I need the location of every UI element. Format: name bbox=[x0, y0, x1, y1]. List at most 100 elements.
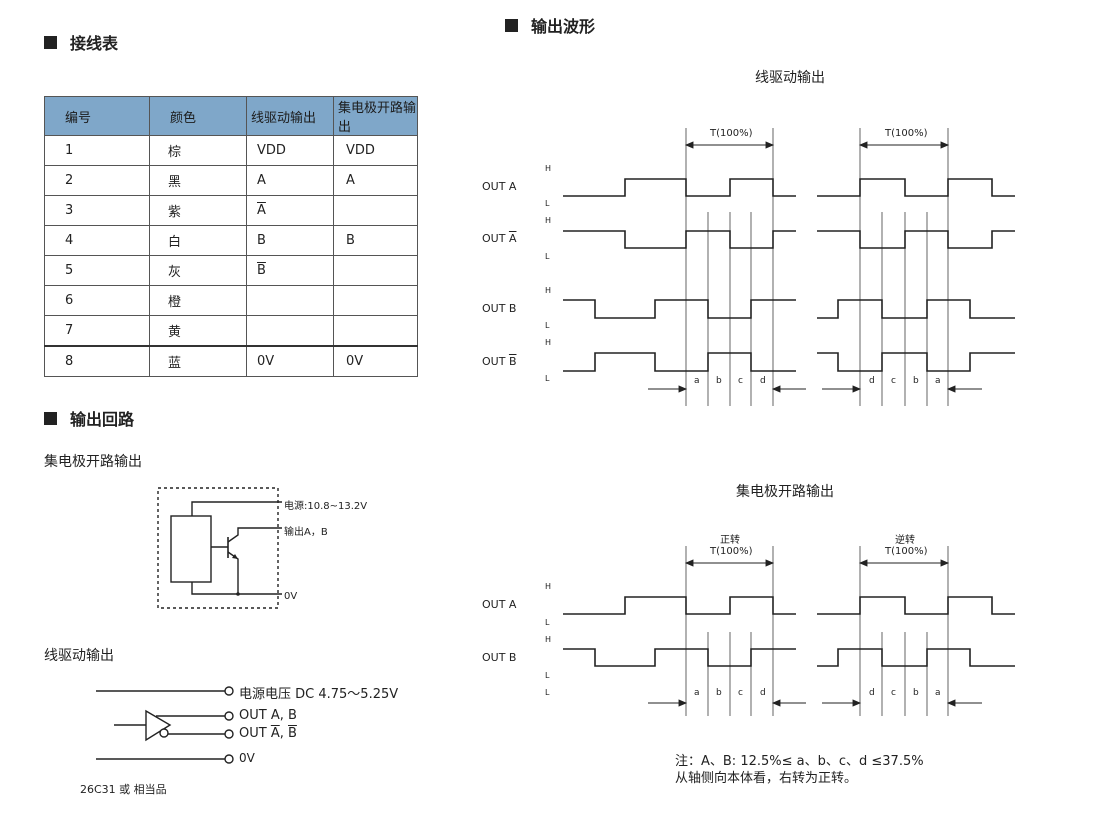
circuit-dashed-enclosure bbox=[157, 487, 279, 609]
section-title-waveform: 输出波形 bbox=[505, 13, 595, 37]
table-header-row: 编号 颜色 线驱动输出 集电极开路输出 bbox=[44, 96, 418, 136]
cell-line-driver: VDD bbox=[246, 135, 334, 166]
signal-label-out-b: OUT B bbox=[482, 651, 517, 664]
line-driver-circuit-title: 线驱动输出 bbox=[44, 648, 114, 664]
column-header: 集电极开路输出 bbox=[333, 96, 418, 136]
inverter-bubble-icon bbox=[159, 728, 169, 738]
cell-no: 3 bbox=[44, 195, 150, 226]
waveform-out-b-reverse bbox=[817, 299, 1015, 319]
cell-line-driver bbox=[246, 285, 334, 316]
ld-output-label: OUT A, B bbox=[239, 708, 297, 723]
section-title-wiring: 接线表 bbox=[44, 30, 118, 54]
waveform-oc-out-a-reverse bbox=[817, 596, 1015, 615]
table-row: 5 灰 B bbox=[44, 255, 418, 286]
segment-label: c bbox=[891, 376, 896, 386]
cell-color: 白 bbox=[149, 225, 247, 256]
cell-open-collector: A bbox=[333, 165, 418, 196]
junction-dot-icon bbox=[236, 592, 240, 596]
signal-label-out-b: OUT B bbox=[482, 302, 517, 315]
segment-label: d bbox=[869, 376, 875, 386]
signal-label-out-a: OUT A bbox=[482, 598, 517, 611]
waveform-oc-out-a-forward bbox=[563, 596, 796, 615]
waveform-note: 注：A、B: 12.5%≤ a、b、c、d ≤37.5% 从轴侧向本体看，右转为… bbox=[675, 753, 924, 787]
cell-open-collector bbox=[333, 315, 418, 347]
waveform-out-b-inv-reverse bbox=[817, 352, 1015, 372]
cell-no: 2 bbox=[44, 165, 150, 196]
cell-open-collector bbox=[333, 195, 418, 226]
cell-line-driver bbox=[246, 315, 334, 347]
cell-no: 8 bbox=[44, 345, 150, 377]
level-high-label: H bbox=[545, 286, 552, 295]
cell-no: 6 bbox=[44, 285, 150, 316]
inverted-output-terminal-icon bbox=[224, 729, 234, 739]
cell-line-driver: A bbox=[257, 203, 266, 218]
open-collector-waveform-diagram bbox=[563, 546, 1015, 716]
segment-label: a bbox=[694, 376, 700, 386]
line-driver-waveform-diagram bbox=[563, 128, 1015, 406]
level-high-label: H bbox=[545, 216, 552, 225]
ground-wire bbox=[191, 582, 282, 595]
level-low-label: L bbox=[545, 252, 550, 261]
column-header: 编号 bbox=[44, 96, 150, 136]
segment-label: c bbox=[738, 376, 743, 386]
segment-label: b bbox=[716, 688, 722, 698]
level-low-label: L bbox=[545, 321, 550, 330]
ld-ground-label: 0V bbox=[239, 751, 255, 765]
cell-line-driver: 0V bbox=[246, 345, 334, 377]
collector-wire bbox=[227, 527, 282, 543]
table-row: 7 黄 bbox=[44, 315, 418, 347]
level-low-label: L bbox=[545, 618, 550, 627]
period-label: T(100%) bbox=[885, 546, 928, 557]
cell-open-collector bbox=[333, 255, 418, 286]
signal-label-out-b-inv: OUT B bbox=[482, 355, 517, 368]
segment-label: a bbox=[694, 688, 700, 698]
table-row: 3 紫 A bbox=[44, 195, 418, 226]
cell-color: 棕 bbox=[149, 135, 247, 166]
cell-line-driver: B bbox=[246, 225, 334, 256]
cell-no: 5 bbox=[44, 255, 150, 286]
note-duty-ratio: 注：A、B: 12.5%≤ a、b、c、d ≤37.5% bbox=[675, 754, 924, 769]
cell-open-collector: 0V bbox=[333, 345, 418, 377]
level-high-label: H bbox=[545, 338, 552, 347]
oc-output-label: 输出A，B bbox=[284, 527, 328, 538]
level-low-label: L bbox=[545, 374, 550, 383]
bullet-square-icon bbox=[44, 35, 57, 49]
cell-color: 橙 bbox=[149, 285, 247, 316]
wiring-table: 编号 颜色 线驱动输出 集电极开路输出 1 棕 VDD VDD 2 黑 A A … bbox=[44, 96, 418, 377]
segment-label: d bbox=[760, 688, 766, 698]
period-label: T(100%) bbox=[710, 546, 753, 557]
cell-open-collector bbox=[333, 285, 418, 316]
note-rotation-direction: 从轴侧向本体看，右转为正转。 bbox=[675, 771, 858, 786]
segment-label: b bbox=[913, 376, 919, 386]
waveform-out-b-forward bbox=[563, 299, 796, 319]
ld-chip-note: 26C31 或 相当品 bbox=[80, 783, 167, 796]
level-low-label: L bbox=[545, 199, 550, 208]
line-driver-circuit-diagram bbox=[96, 686, 234, 764]
driver-buffer-icon bbox=[145, 709, 172, 742]
waveform-oc-out-b-forward bbox=[563, 648, 796, 667]
waveform-out-b-inv-forward bbox=[563, 352, 796, 372]
cell-color: 灰 bbox=[149, 255, 247, 286]
cell-color: 黑 bbox=[149, 165, 247, 196]
oc-supply-label: 电源:10.8~13.2V bbox=[284, 501, 368, 512]
table-row: 2 黑 A A bbox=[44, 165, 418, 196]
waveform-out-a-inv-forward bbox=[563, 230, 796, 249]
level-high-label: H bbox=[545, 635, 552, 644]
supply-terminal-icon bbox=[224, 686, 234, 696]
cell-open-collector: B bbox=[333, 225, 418, 256]
output-terminal-icon bbox=[224, 711, 234, 721]
signal-label-out-a: OUT A bbox=[482, 180, 517, 193]
waveform-line-driver-subtitle: 线驱动输出 bbox=[755, 70, 825, 86]
cell-color: 蓝 bbox=[149, 345, 247, 377]
level-high-label: H bbox=[545, 582, 552, 591]
table-row: 6 橙 bbox=[44, 285, 418, 316]
ground-terminal-icon bbox=[224, 754, 234, 764]
cell-open-collector: VDD bbox=[333, 135, 418, 166]
cell-color: 黄 bbox=[149, 315, 247, 347]
column-header: 线驱动输出 bbox=[246, 96, 334, 136]
cell-line-driver: A bbox=[246, 165, 334, 196]
oc-ground-label: 0V bbox=[284, 591, 298, 602]
segment-label: b bbox=[716, 376, 722, 386]
segment-label: b bbox=[913, 688, 919, 698]
section-title-output-circuit: 输出回路 bbox=[44, 406, 134, 430]
